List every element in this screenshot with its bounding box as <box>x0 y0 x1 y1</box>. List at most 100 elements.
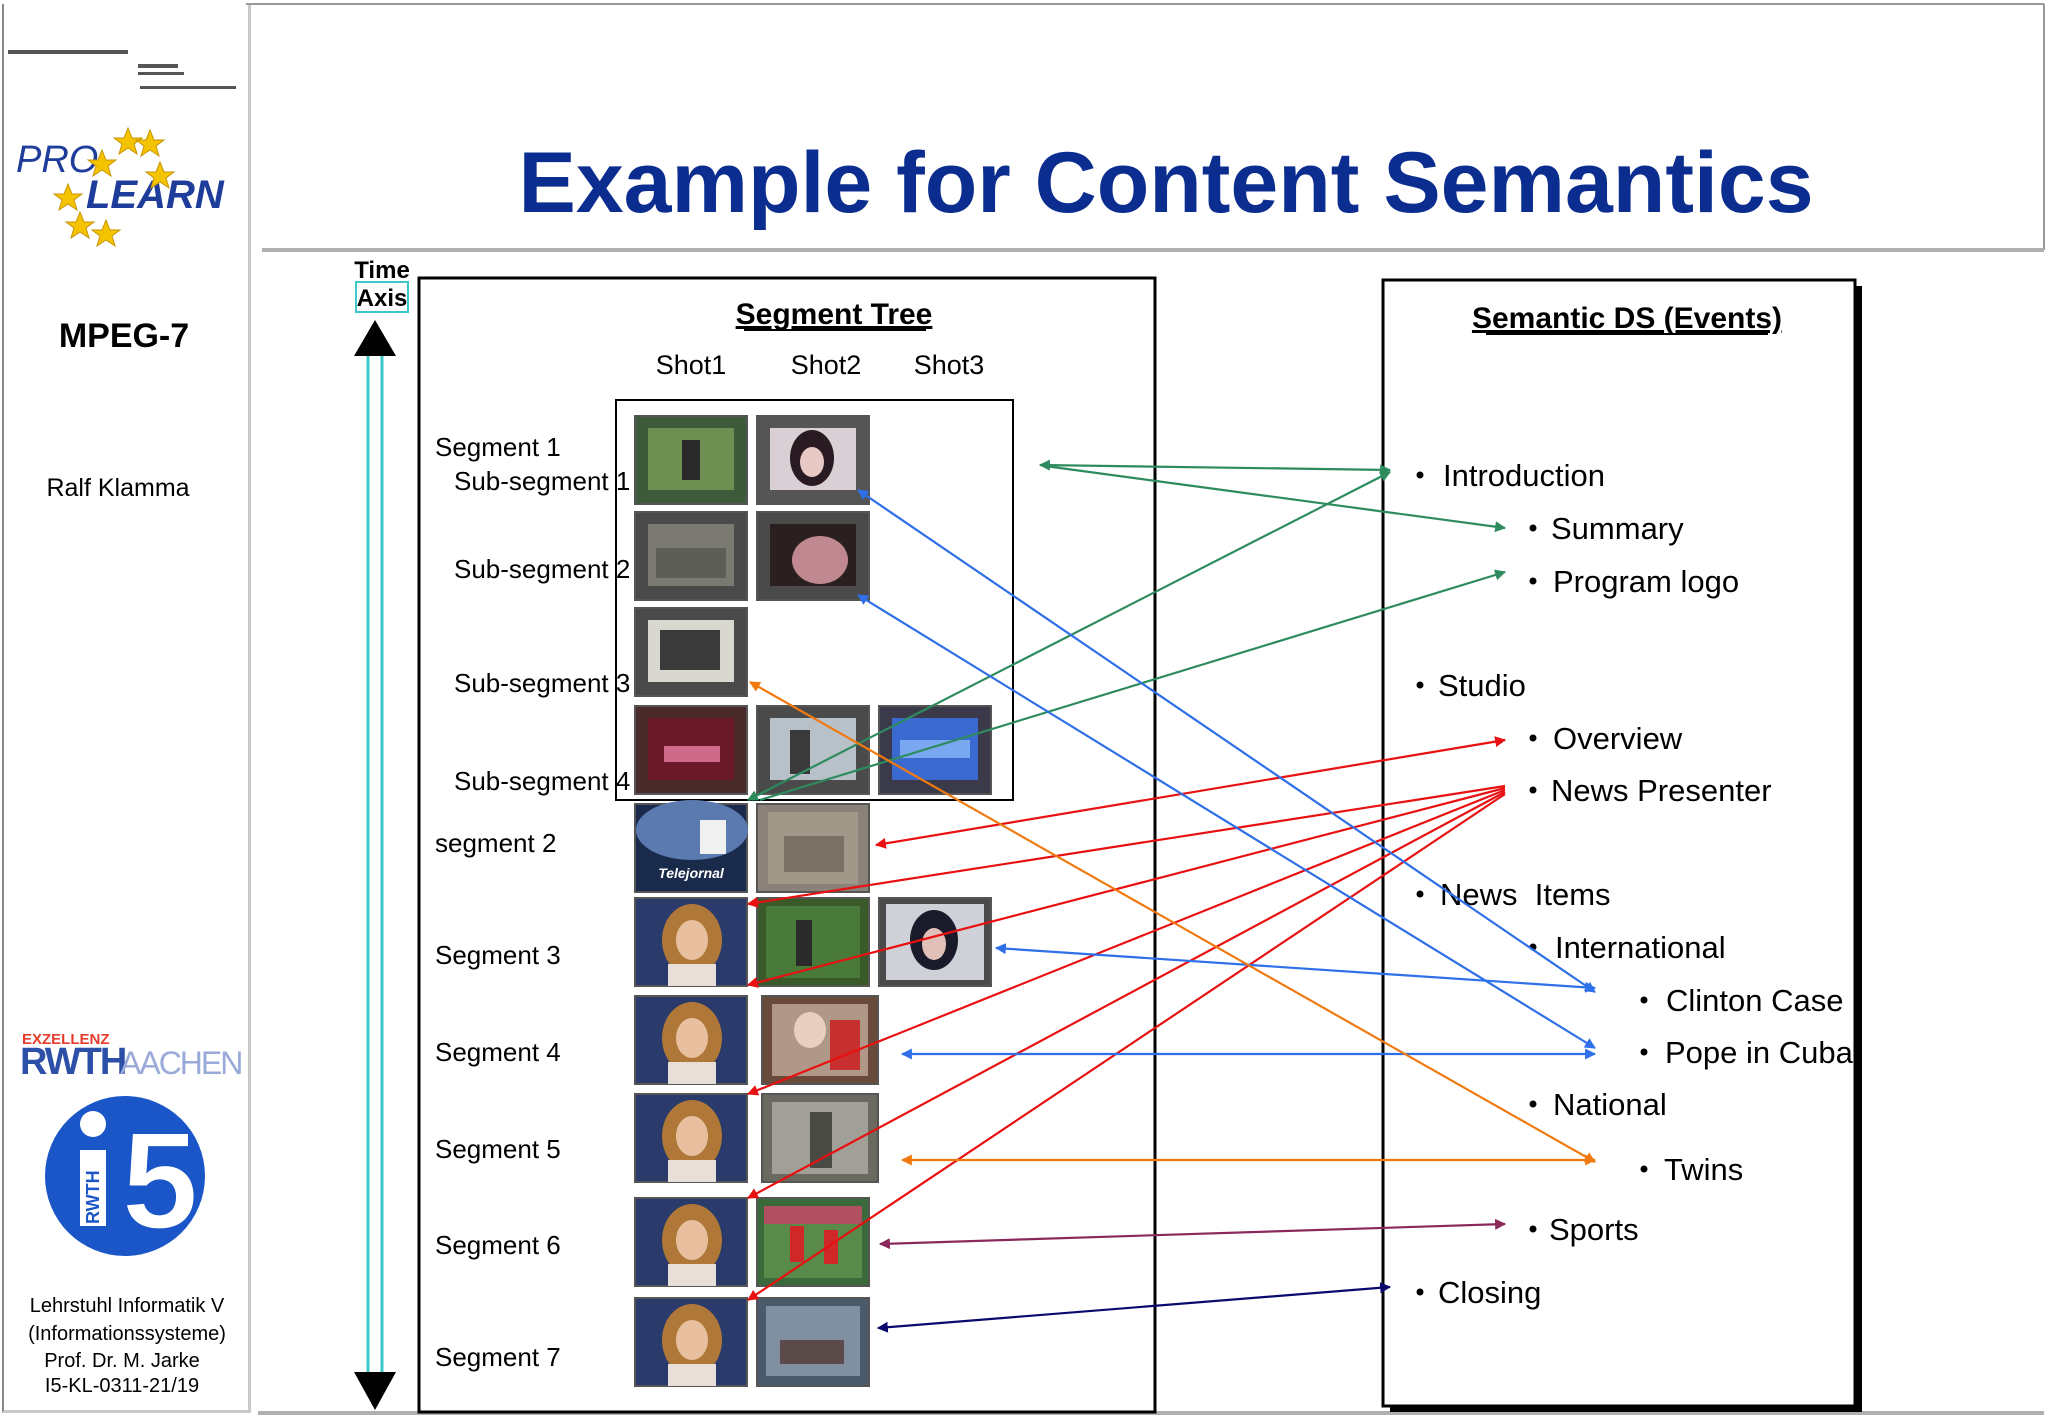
thumb-seg2-shot1: Telejornal <box>634 800 748 893</box>
course-name: MPEG-7 <box>59 317 189 355</box>
prolearn-logo: PRO LEARN <box>16 126 225 248</box>
thumb-seg3-shot3 <box>878 897 992 987</box>
thumb-seg3-shot1 <box>634 897 748 987</box>
event-news-presenter-label: News Presenter <box>1551 773 1772 808</box>
time-axis-down-arrow <box>354 1372 396 1410</box>
rwth-logo-city: AACHEN <box>120 1045 241 1081</box>
sidebar-footer: Lehrstuhl Informatik V (Informationssyst… <box>28 1295 226 1397</box>
arrow-twins-sub3 <box>749 681 1596 1163</box>
footer-line-2: (Informationssysteme) <box>28 1323 226 1345</box>
thumb-seg2-shot2 <box>756 803 870 893</box>
segment-3-label: Segment 3 <box>435 940 561 970</box>
thumb-seg5-shot1 <box>634 1093 748 1183</box>
prolearn-logo-pro: PRO <box>16 139 98 181</box>
segment-4-label: Segment 4 <box>435 1037 561 1067</box>
thumb-sub2-shot1 <box>634 511 748 601</box>
sub-segment-3-label: Sub-segment 3 <box>454 668 630 698</box>
arrow-sports <box>878 1218 1507 1250</box>
thumb-seg4-shot1 <box>634 995 748 1085</box>
author-name: Ralf Klamma <box>46 474 189 502</box>
event-closing: Closing <box>1416 1275 1541 1310</box>
i5-logo-rwth: RWTH <box>83 1170 103 1224</box>
prolearn-stars <box>52 126 176 248</box>
segment-tree-panel: Segment Tree Shot1 Shot2 Shot3 Segment 1… <box>417 276 1157 1414</box>
sub-segment-2-label: Sub-segment 2 <box>454 554 630 584</box>
event-pope-in-cuba-label: Pope in Cuba <box>1665 1035 1854 1070</box>
time-axis: Time Axis <box>354 257 410 1410</box>
event-closing-label: Closing <box>1438 1275 1541 1310</box>
segment-5-label: Segment 5 <box>435 1134 561 1164</box>
rwth-logo: EXZELLENZ RWTH AACHEN <box>20 1031 243 1083</box>
sub-segment-1-label: Sub-segment 1 <box>454 466 630 496</box>
time-axis-shaft <box>366 350 384 1378</box>
thumb-seg7-shot2 <box>756 1297 870 1387</box>
event-summary: Summary <box>1529 511 1684 546</box>
event-sports-label: Sports <box>1549 1212 1639 1247</box>
thumb-seg4-shot2 <box>761 995 879 1085</box>
arrow-intro-link <box>1038 459 1392 476</box>
event-news-items-label: News Items <box>1440 877 1611 912</box>
rwth-logo-main: RWTH <box>20 1041 125 1083</box>
shot-2-header: Shot2 <box>791 350 862 380</box>
event-twins-label: Twins <box>1664 1152 1743 1187</box>
thumb-sub3-shot1 <box>634 607 748 697</box>
i5-logo-number: 5 <box>122 1104 199 1258</box>
thumb-seg7-shot1 <box>634 1297 748 1387</box>
header: Example for Content Semantics <box>246 3 2045 252</box>
rwth-logo-excellence: EXZELLENZ <box>22 1031 110 1048</box>
footer-line-3: Prof. Dr. M. Jarke <box>44 1350 200 1372</box>
event-program-logo-label: Program logo <box>1553 564 1739 599</box>
event-pope-in-cuba: Pope in Cuba <box>1640 1035 1854 1070</box>
sidebar-content: PRO LEARN MPEG-7 Ralf Klamma EXZELLENZ R… <box>8 50 243 1397</box>
event-introduction: Introduction <box>1416 458 1605 493</box>
thumb-sub1-shot1 <box>634 415 748 505</box>
thumb-sub4-shot3 <box>878 705 992 795</box>
thumb-seg6-shot2 <box>756 1197 870 1287</box>
event-program-logo: Program logo <box>1529 564 1739 599</box>
segment-2-label: segment 2 <box>435 828 556 858</box>
segment-7-label: Segment 7 <box>435 1342 561 1372</box>
time-axis-label-2: Axis <box>357 285 408 312</box>
sidebar <box>2 4 251 1413</box>
thumb-seg3-shot2 <box>756 897 870 987</box>
semantic-panel: Semantic DS (Events) Introduction Summar… <box>1381 278 1862 1412</box>
shot-1-header: Shot1 <box>656 350 727 380</box>
event-summary-label: Summary <box>1551 511 1684 546</box>
event-news-items: News Items <box>1416 877 1611 912</box>
sub-segment-4-label: Sub-segment 4 <box>454 766 630 796</box>
thumb-seg6-shot1 <box>634 1197 748 1287</box>
arrows <box>746 459 1597 1333</box>
event-introduction-label: Introduction <box>1443 458 1605 493</box>
segment-1-label: Segment 1 <box>435 432 561 462</box>
thumb-sub4-shot2 <box>756 705 870 795</box>
semantic-title: Semantic DS (Events) <box>1472 302 1782 335</box>
event-clinton-case: Clinton Case <box>1640 983 1843 1018</box>
thumb-sub2-shot2 <box>756 511 870 601</box>
shot-3-header: Shot3 <box>914 350 985 380</box>
page-title: Example for Content Semantics <box>518 135 1813 231</box>
event-news-presenter: News Presenter <box>1529 773 1772 808</box>
thumb-sub4-shot1 <box>634 705 748 795</box>
event-studio-label: Studio <box>1438 668 1526 703</box>
time-axis-up-arrow <box>354 320 396 356</box>
segment-tree-title: Segment Tree <box>736 298 933 331</box>
segment-6-label: Segment 6 <box>435 1230 561 1260</box>
event-clinton-case-label: Clinton Case <box>1666 983 1843 1018</box>
event-twins: Twins <box>1640 1152 1743 1187</box>
arrow-closing <box>876 1282 1392 1333</box>
footer-line-4: I5-KL-0311-21/19 <box>45 1375 199 1397</box>
thumbnails: Telejornal <box>634 415 992 1387</box>
event-overview-label: Overview <box>1553 721 1683 756</box>
event-overview: Overview <box>1529 721 1683 756</box>
event-national-label: National <box>1553 1087 1667 1122</box>
event-international: International <box>1529 930 1726 965</box>
segment-2-logo-text: Telejornal <box>658 865 725 881</box>
thumb-sub1-shot2 <box>756 415 870 505</box>
footer-line-1: Lehrstuhl Informatik V <box>30 1295 225 1317</box>
event-international-label: International <box>1555 930 1726 965</box>
time-axis-label-box <box>355 281 409 313</box>
time-axis-label-1: Time <box>354 257 410 284</box>
i5-logo: RWTH 5 <box>45 1096 205 1259</box>
event-sports: Sports <box>1529 1212 1639 1247</box>
